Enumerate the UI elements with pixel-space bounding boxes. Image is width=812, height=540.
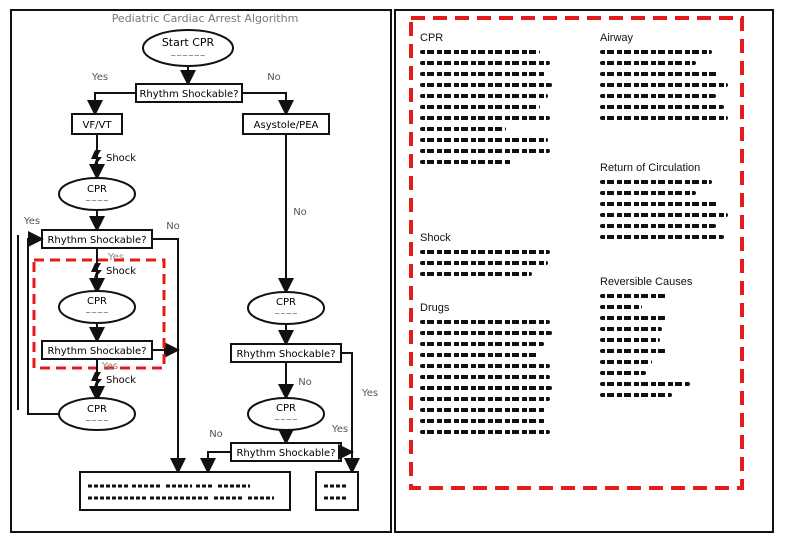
- edge-yes-q3: Yes: [101, 361, 118, 372]
- section-drugs: Drugs: [420, 302, 570, 441]
- right-panel-border: [394, 9, 774, 533]
- qr1-label: Rhythm Shockable?: [236, 349, 335, 360]
- edge-no-top: No: [267, 72, 281, 83]
- section-drugs-title: Drugs: [420, 302, 450, 314]
- cpr3-label: CPR: [87, 404, 107, 415]
- edge-yes-top: Yes: [91, 72, 108, 83]
- qr2-label: Rhythm Shockable?: [236, 448, 335, 459]
- section-shock-title: Shock: [420, 232, 451, 244]
- edge-yes-inner: Yes: [107, 252, 124, 263]
- start-cpr-sub: ~~~~~~: [170, 52, 205, 60]
- left-panel-border: [10, 9, 392, 533]
- section-reversible-causes: Reversible Causes: [600, 276, 740, 404]
- bottom-box-left: [79, 471, 291, 511]
- section-shock: Shock: [420, 232, 570, 283]
- edge-no-qr2: No: [209, 429, 223, 440]
- diagram-title: Pediatric Cardiac Arrest Algorithm: [112, 12, 299, 25]
- lightning-icon: [91, 263, 102, 281]
- q1-label: Rhythm Shockable?: [139, 89, 238, 100]
- section-cpr: CPR: [420, 32, 570, 171]
- cpr2-sub: ~~~~: [85, 309, 109, 317]
- cpr-right2-sub: ~~~~: [274, 416, 298, 424]
- lightning-icon: [91, 150, 102, 168]
- section-airway-title: Airway: [600, 32, 634, 44]
- cpr-right2-label: CPR: [276, 403, 296, 414]
- cpr1-sub: ~~~~: [85, 197, 109, 205]
- shock2-label: Shock: [106, 266, 136, 277]
- section-return-of-circulation: Return of Circulation: [600, 162, 740, 246]
- q2-label: Rhythm Shockable?: [47, 235, 146, 246]
- highlight-box-right: [409, 16, 744, 490]
- shock3-label: Shock: [106, 375, 136, 386]
- asystole-label: Asystole/PEA: [254, 120, 319, 131]
- cpr-right1-sub: ~~~~: [274, 310, 298, 318]
- edge-yes-qr2: Yes: [331, 424, 348, 435]
- shock1-label: Shock: [106, 153, 136, 164]
- section-airway: Airway: [600, 32, 740, 127]
- edge-no-qr1: No: [298, 377, 312, 388]
- section-reversible-title: Reversible Causes: [600, 276, 693, 288]
- cpr-right1-label: CPR: [276, 297, 296, 308]
- start-cpr-label: Start CPR: [162, 36, 215, 49]
- cpr3-sub: ~~~~: [85, 417, 109, 425]
- cpr1-label: CPR: [87, 184, 107, 195]
- cpr2-label: CPR: [87, 296, 107, 307]
- q3-label: Rhythm Shockable?: [47, 346, 146, 357]
- highlight-box-left: [32, 258, 166, 370]
- edge-yes-qr1: Yes: [361, 388, 378, 399]
- bottom-box-right: [315, 471, 359, 511]
- section-cpr-title: CPR: [420, 32, 444, 44]
- vfvt-label: VF/VT: [83, 120, 113, 131]
- edge-yes-q2: Yes: [23, 216, 40, 227]
- lightning-icon: [91, 372, 102, 390]
- section-roc-title: Return of Circulation: [600, 162, 701, 174]
- edge-no-right: No: [293, 207, 307, 218]
- edge-no-q2: No: [166, 221, 180, 232]
